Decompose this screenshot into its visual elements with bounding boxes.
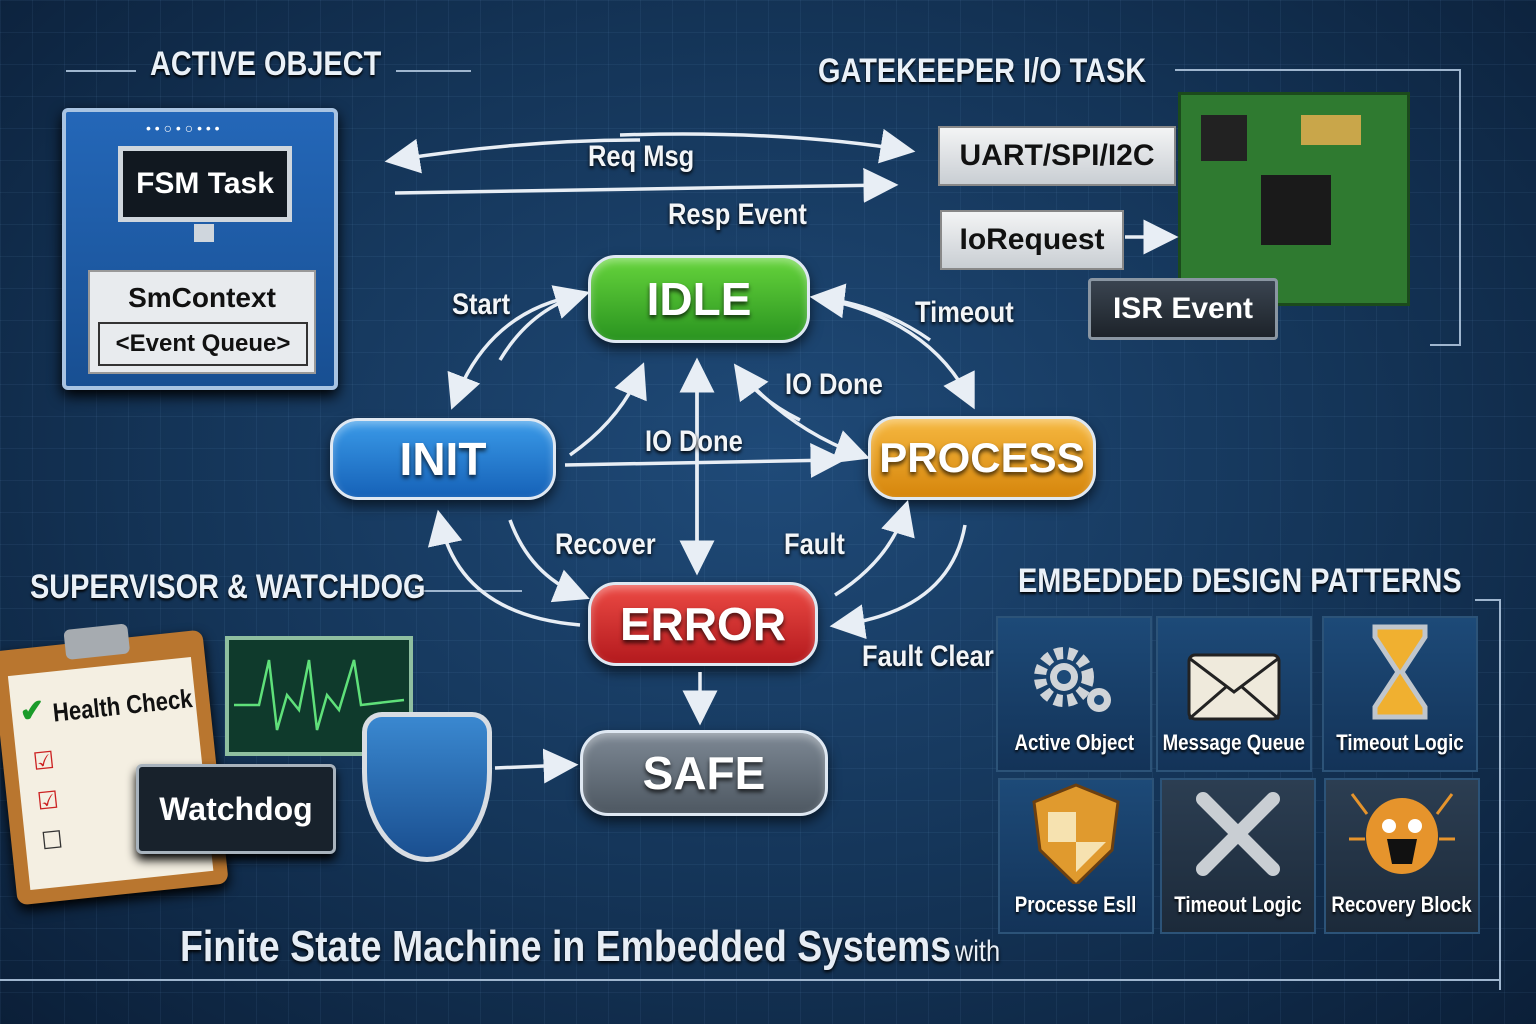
io-request-box[interactable]: IoRequest bbox=[940, 210, 1124, 270]
heading-patterns: EMBEDDED DESIGN PATTERNS bbox=[1018, 562, 1462, 600]
heading-gatekeeper: GATEKEEPER I/O TASK bbox=[818, 52, 1147, 90]
pattern-label: Processe Esll bbox=[1015, 892, 1137, 917]
label-resp-event: Resp Event bbox=[668, 198, 807, 231]
state-idle[interactable]: IDLE bbox=[588, 255, 810, 343]
ic-chip bbox=[1201, 115, 1247, 161]
arrow-recover bbox=[427, 509, 581, 627]
component bbox=[1301, 115, 1361, 145]
fsm-task-monitor[interactable]: FSM Task bbox=[118, 146, 292, 222]
envelope-icon bbox=[1187, 653, 1281, 721]
pattern-tile[interactable]: Message Queue bbox=[1156, 616, 1312, 772]
wrench-icon bbox=[1196, 792, 1280, 876]
arrow-fault-clear bbox=[829, 524, 967, 640]
heartbeat-icon bbox=[234, 659, 405, 731]
label-fault: Fault bbox=[784, 528, 845, 561]
shield-icon bbox=[1032, 783, 1120, 884]
label-recover: Recover bbox=[555, 528, 656, 561]
active-object-chip: • • ○ • ○ • • • FSM Task SmContext <Even… bbox=[62, 108, 338, 390]
isr-event-box[interactable]: ISR Event bbox=[1088, 278, 1278, 340]
arrow-init-process bbox=[564, 442, 846, 478]
bug-icon bbox=[1349, 793, 1455, 874]
state-error[interactable]: ERROR bbox=[588, 582, 818, 666]
pattern-tile[interactable]: Timeout Logic bbox=[1160, 778, 1316, 934]
arrow-shield-safe bbox=[494, 748, 579, 784]
footer-suffix: with bbox=[954, 935, 1001, 968]
pattern-tile[interactable]: Recovery Block bbox=[1324, 778, 1480, 934]
arrow-process-idle bbox=[733, 363, 801, 422]
pattern-label: Message Queue bbox=[1162, 730, 1306, 755]
pcb-board-image bbox=[1178, 92, 1410, 306]
gears-icon bbox=[1034, 647, 1111, 712]
arrow-init-error bbox=[508, 519, 590, 603]
pattern-label: Recovery Block bbox=[1331, 892, 1473, 917]
arrow-req-right bbox=[619, 128, 916, 164]
pattern-label: Active Object bbox=[1014, 730, 1134, 755]
arrow-start-back bbox=[498, 285, 591, 361]
label-timeout: Timeout bbox=[915, 296, 1014, 329]
arrow-init-idle bbox=[568, 362, 647, 457]
sm-context-label: SmContext bbox=[128, 282, 276, 313]
watchdog-box[interactable]: Watchdog bbox=[136, 764, 336, 854]
pattern-label: Timeout Logic bbox=[1174, 892, 1302, 917]
pattern-tile[interactable]: Active Object bbox=[996, 616, 1152, 772]
heading-active-object: ACTIVE OBJECT bbox=[150, 45, 382, 83]
monitor-stand bbox=[194, 224, 214, 242]
pattern-label: Timeout Logic bbox=[1336, 730, 1464, 755]
arrow-fault bbox=[834, 499, 915, 597]
bus-box[interactable]: UART/SPI/I2C bbox=[938, 126, 1176, 186]
sm-context-box[interactable]: SmContext <Event Queue> bbox=[88, 270, 316, 374]
shield-dog-icon bbox=[362, 712, 492, 862]
event-queue-box[interactable]: <Event Queue> bbox=[98, 322, 308, 366]
state-safe[interactable]: SAFE bbox=[580, 730, 828, 816]
state-init[interactable]: INIT bbox=[330, 418, 556, 500]
state-process[interactable]: PROCESS bbox=[868, 416, 1096, 500]
chip-dots: • • ○ • ○ • • • bbox=[146, 120, 220, 136]
pattern-tile[interactable]: Processe Esll bbox=[998, 778, 1154, 934]
label-io-done-1: IO Done bbox=[785, 368, 883, 401]
hourglass-icon bbox=[1372, 624, 1428, 720]
mcu-chip bbox=[1261, 175, 1331, 245]
arrow-req bbox=[384, 138, 641, 174]
label-start: Start bbox=[452, 288, 511, 321]
arrow-idle-back bbox=[809, 283, 932, 342]
heading-supervisor: SUPERVISOR & WATCHDOG bbox=[30, 568, 426, 606]
label-fault-clear: Fault Clear bbox=[862, 640, 994, 673]
pattern-tile[interactable]: Timeout Logic bbox=[1322, 616, 1478, 772]
label-io-done-2: IO Done bbox=[645, 425, 743, 458]
label-req-msg: Req Msg bbox=[588, 140, 695, 173]
arrow-resp bbox=[394, 167, 899, 203]
footer-title-wrap: Finite State Machine in Embedded Systems… bbox=[180, 922, 1000, 972]
footer-title: Finite State Machine in Embedded Systems bbox=[180, 922, 952, 971]
